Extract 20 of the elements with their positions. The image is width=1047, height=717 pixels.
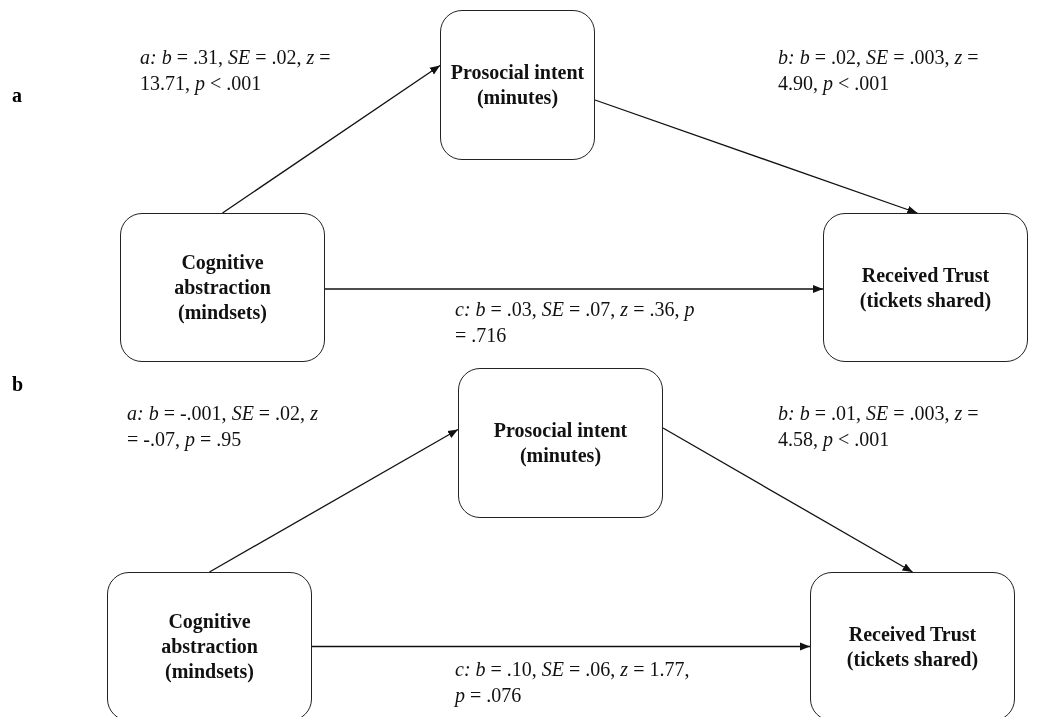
arrow [311, 642, 811, 651]
variable-name: Cognitive abstraction (mindsets) [160, 609, 259, 684]
panel-label: b [12, 373, 24, 396]
variable-box [458, 368, 663, 518]
arrow [662, 427, 914, 573]
variable-box [120, 213, 325, 362]
variable-name: Prosocial intent (minutes) [492, 418, 629, 468]
variable-name: Prosocial intent (minutes) [449, 60, 586, 110]
arrow [324, 285, 824, 293]
variable-box [107, 572, 312, 717]
variable-name: Received Trust (tickets shared) [845, 621, 980, 672]
variable-box [823, 213, 1028, 362]
arrow [594, 99, 918, 214]
arrow [221, 64, 441, 214]
arrow [208, 428, 459, 573]
variable-name: Cognitive abstraction (mindsets) [173, 250, 272, 325]
panel-label: a [12, 84, 22, 107]
variable-name: Received Trust (tickets shared) [858, 262, 993, 313]
variable-box [440, 10, 595, 160]
variable-box [810, 572, 1015, 717]
